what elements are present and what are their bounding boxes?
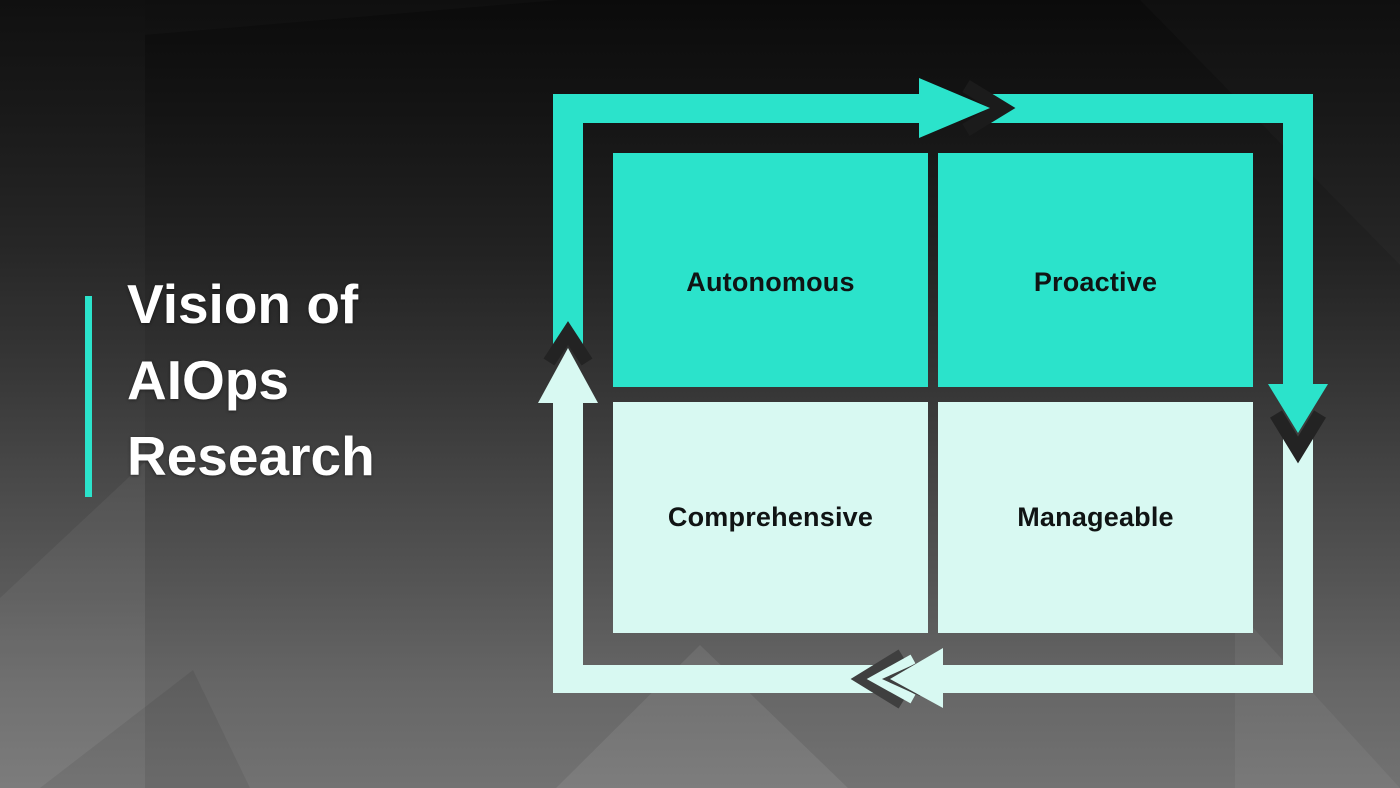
matrix-cell-proactive: Proactive (938, 153, 1253, 387)
page-title: Vision of AIOps Research (127, 266, 547, 494)
matrix-cell-label: Proactive (1033, 266, 1158, 297)
title-line-3: Research (127, 425, 375, 487)
matrix-cell-comprehensive: Comprehensive (613, 402, 928, 633)
title-accent-bar (85, 296, 92, 497)
facet-top-left-diag (145, 0, 560, 35)
matrix-cell-label: Manageable (1017, 502, 1174, 532)
facet-left-wedge (0, 462, 145, 788)
facet-bottom-left-dark (40, 670, 250, 788)
matrix-cell-label: Comprehensive (667, 502, 874, 532)
matrix-cell-label: Autonomous (686, 266, 855, 297)
title-line-2: AIOps (127, 349, 289, 411)
facet-bottom-right-light (1235, 608, 1400, 788)
title-line-1: Vision of (127, 273, 359, 335)
matrix-cell-manageable: Manageable (938, 402, 1253, 633)
matrix-cell-autonomous: Autonomous (613, 153, 928, 387)
facet-bottom-center-light (556, 645, 848, 788)
